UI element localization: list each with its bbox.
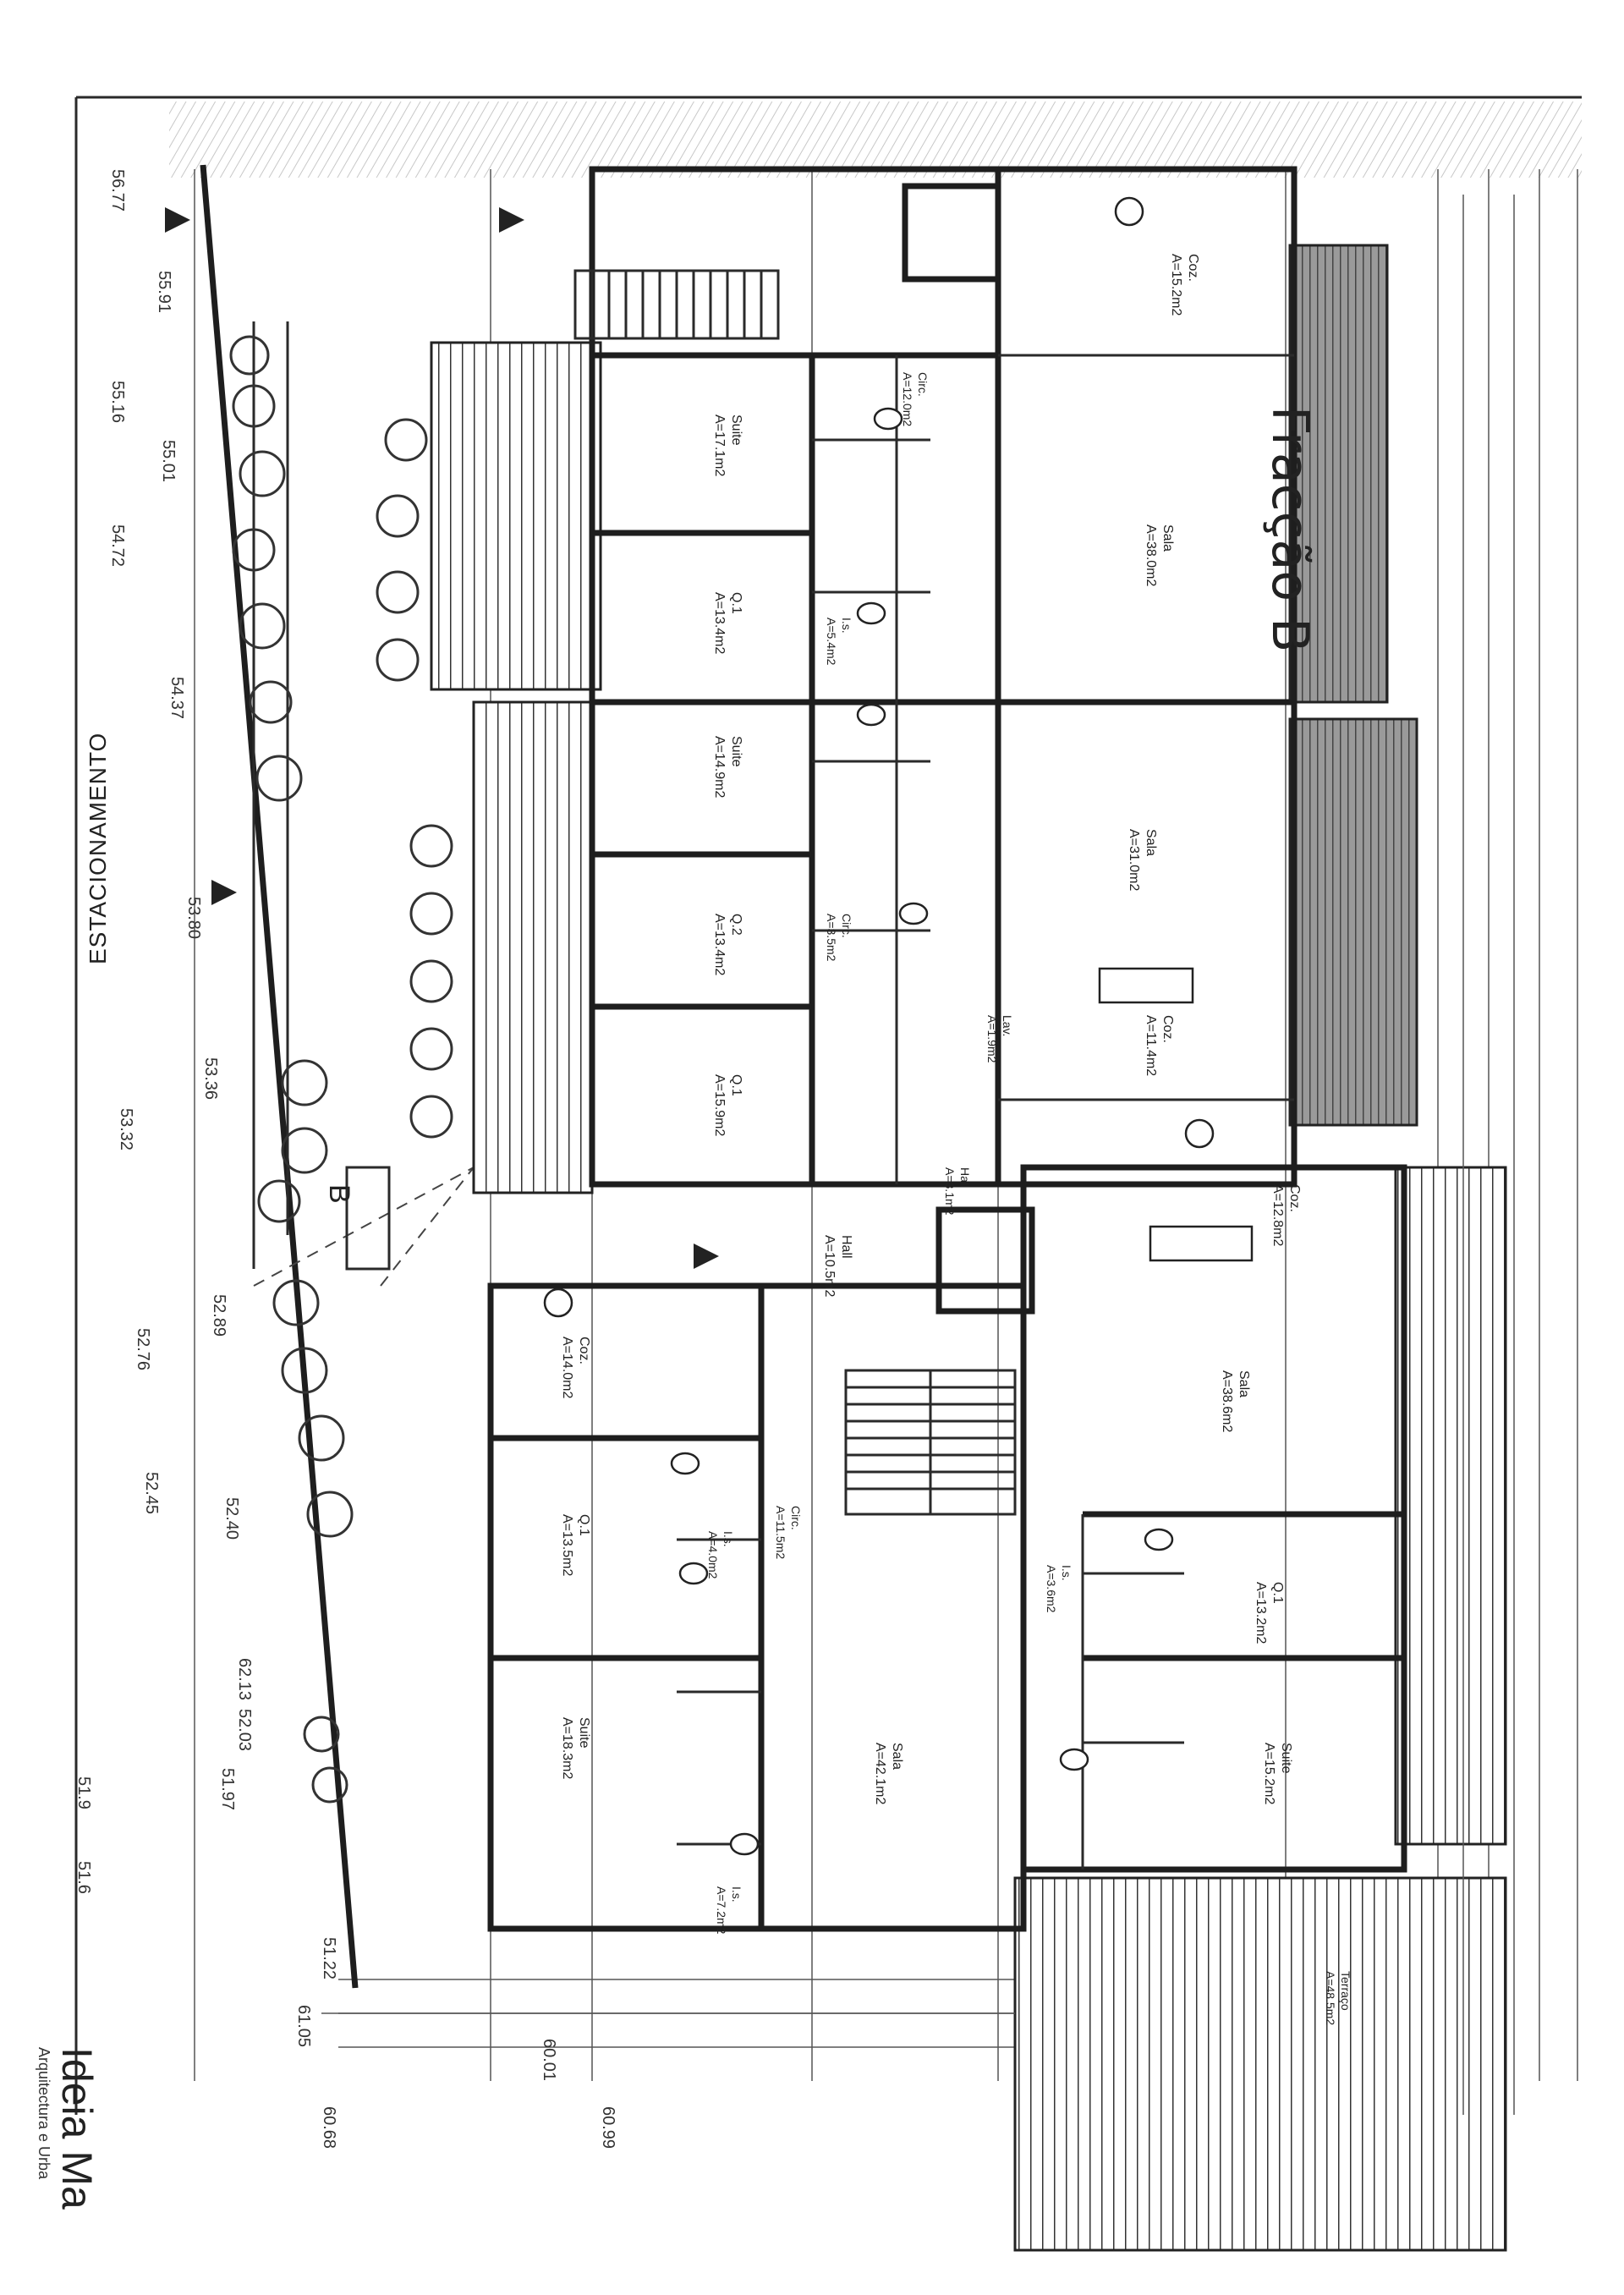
section-markers — [165, 207, 719, 1269]
terrace-right-2 — [1288, 717, 1418, 1127]
apartment-bottom-walls — [487, 1164, 1407, 1932]
terrace-right-1 — [1288, 244, 1389, 704]
stair-top — [573, 269, 780, 340]
terrace-bottom — [1013, 1876, 1507, 2252]
dimension-lines — [321, 195, 1515, 2115]
balcony-top-2 — [472, 700, 594, 1194]
parking-area — [200, 164, 475, 1989]
sanitary-fixtures — [543, 196, 1254, 1856]
lift-top — [902, 183, 1001, 283]
stair-bottom — [844, 1369, 1017, 1516]
apartment-top-walls — [589, 166, 1298, 1188]
lift-bottom — [935, 1206, 1035, 1315]
garden-trees — [229, 335, 453, 1804]
terrace-right-3 — [1394, 1166, 1507, 1846]
site-shading — [169, 102, 1582, 178]
balcony-top-1 — [430, 341, 602, 691]
